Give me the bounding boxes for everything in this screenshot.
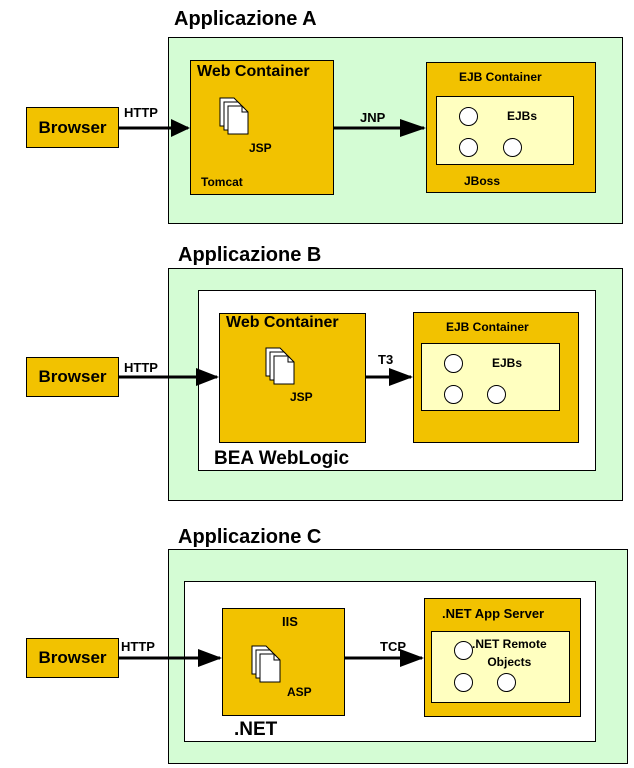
browser-label: Browser: [38, 117, 107, 137]
jsp-label: JSP: [249, 141, 272, 155]
ejb-inner-box: EJBs: [436, 96, 574, 165]
remote-object-circle: [454, 673, 473, 692]
ejb-circle: [459, 107, 478, 126]
app-c-browser-box: Browser: [26, 638, 119, 678]
jsp-document-icon: [219, 97, 249, 135]
arrow-c-http: [119, 649, 222, 667]
remote-object-circle: [497, 673, 516, 692]
arrow-c-tcp: [345, 649, 424, 667]
arrow-b-t3: [366, 368, 413, 386]
jsp-document-icon: [265, 347, 295, 385]
tomcat-label: Tomcat: [201, 175, 243, 189]
app-a-browser-box: Browser: [26, 107, 119, 148]
remote-objects-label: .NET Remote Objects: [472, 637, 547, 669]
app-b-server-label: BEA WebLogic: [214, 448, 350, 469]
jsp-label: JSP: [290, 390, 313, 404]
app-c-title: Applicazione C: [178, 526, 322, 548]
ejb-container-title: EJB Container: [446, 320, 529, 334]
app-a-ejb-container: EJB Container EJBs JBoss: [426, 62, 596, 193]
ejb-circle: [487, 385, 506, 404]
browser-label: Browser: [38, 367, 107, 386]
app-c-server-label: .NET: [234, 719, 278, 740]
ejb-circle: [503, 138, 522, 157]
app-c-tcp-label: TCP: [380, 639, 406, 654]
app-a-web-container: Web Container JSP Tomcat: [190, 60, 334, 195]
app-b-ejb-container: EJB Container EJBs: [413, 312, 579, 443]
arrow-a-http: [119, 119, 190, 137]
remote-objects-box: .NET Remote Objects: [431, 631, 570, 703]
app-b-t3-label: T3: [378, 352, 394, 367]
jboss-label: JBoss: [464, 174, 501, 188]
ejbs-label: EJBs: [507, 109, 538, 123]
ejb-circle: [444, 354, 463, 373]
ejb-container-title: EJB Container: [459, 70, 542, 84]
web-container-title: Web Container: [197, 63, 310, 80]
app-a-title: Applicazione A: [174, 8, 317, 30]
asp-label: ASP: [287, 685, 312, 699]
ejb-inner-box: EJBs: [421, 343, 560, 411]
remote-object-circle: [454, 641, 473, 660]
app-b-http-label: HTTP: [124, 360, 158, 375]
arrow-b-http: [119, 368, 219, 386]
ejbs-label: EJBs: [492, 356, 523, 370]
arrow-a-jnp: [334, 119, 426, 137]
ejb-circle: [459, 138, 478, 157]
web-container-title: Web Container: [226, 314, 339, 331]
app-a-jnp-label: JNP: [360, 110, 386, 125]
app-a-http-label: HTTP: [124, 105, 158, 120]
browser-label: Browser: [38, 648, 107, 667]
app-c-app-server: .NET App Server .NET Remote Objects: [424, 598, 581, 717]
app-server-title: .NET App Server: [442, 606, 545, 621]
app-b-browser-box: Browser: [26, 357, 119, 397]
app-b-title: Applicazione B: [178, 244, 322, 266]
iis-title: IIS: [282, 614, 298, 629]
app-c-http-label: HTTP: [121, 639, 155, 654]
ejb-circle: [444, 385, 463, 404]
app-c-iis-container: IIS ASP: [222, 608, 345, 716]
asp-document-icon: [251, 645, 281, 683]
